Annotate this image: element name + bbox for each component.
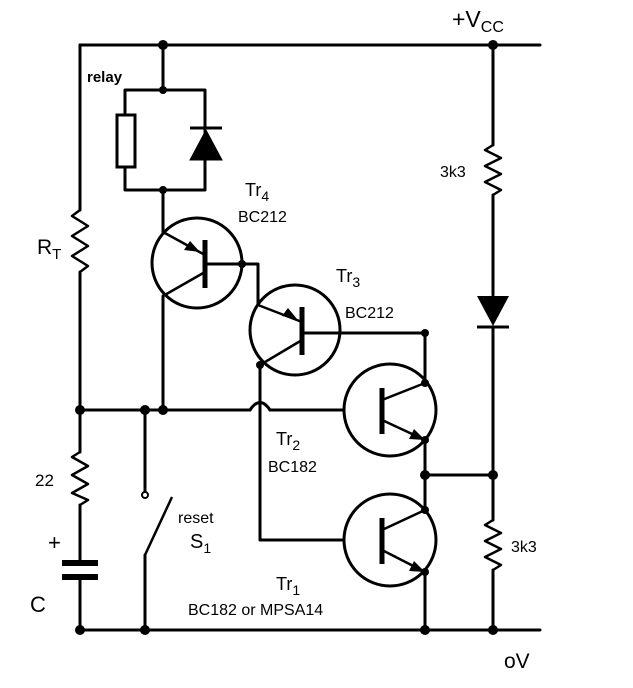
resistor-22: 22 [35, 408, 90, 562]
relay-coil [115, 113, 137, 169]
transistor-tr1: Tr1 BC182 or MPSA14 [188, 473, 438, 632]
right-divider: 3k3 3k3 [423, 43, 537, 632]
junction-dots [75, 40, 498, 635]
vcc-label: +VCC [452, 6, 504, 36]
capacitor-label: C [30, 592, 46, 617]
tr3-part: BC212 [345, 305, 394, 322]
transistor-tr2: Tr2 BC182 [268, 362, 438, 477]
capacitor-polarity: + [48, 530, 61, 555]
relay-diode-icon [189, 126, 223, 161]
ground-rail: oV [78, 628, 542, 673]
ground-label: oV [504, 650, 530, 673]
tr2-part: BC182 [268, 459, 317, 476]
tr4-label: Tr4 [245, 180, 269, 204]
timing-resistor: RT [37, 43, 90, 412]
tr2-label: Tr2 [276, 429, 300, 453]
transistor-tr3: Tr3 BC212 [240, 262, 427, 402]
reset-switch: reset S1 [141, 408, 214, 632]
capacitor-c: + C [30, 530, 98, 632]
resistor-bottom-right-label: 3k3 [511, 539, 537, 556]
switch-top-label: reset [178, 510, 214, 527]
timing-node [78, 398, 384, 542]
switch-label: S1 [190, 531, 211, 556]
resistor-top-right-label: 3k3 [440, 164, 466, 181]
relay-label: relay [87, 69, 123, 86]
rt-label: RT [37, 236, 61, 263]
tr1-label: Tr1 [276, 574, 300, 598]
tr3-label: Tr3 [336, 266, 360, 290]
tr1-part: BC182 or MPSA14 [188, 602, 323, 619]
resistor-22-label: 22 [35, 471, 54, 490]
zener-diode-icon [477, 296, 509, 329]
vcc-rail: +VCC [78, 6, 542, 47]
tr4-part: BC212 [238, 209, 287, 226]
relay: relay [87, 43, 223, 234]
